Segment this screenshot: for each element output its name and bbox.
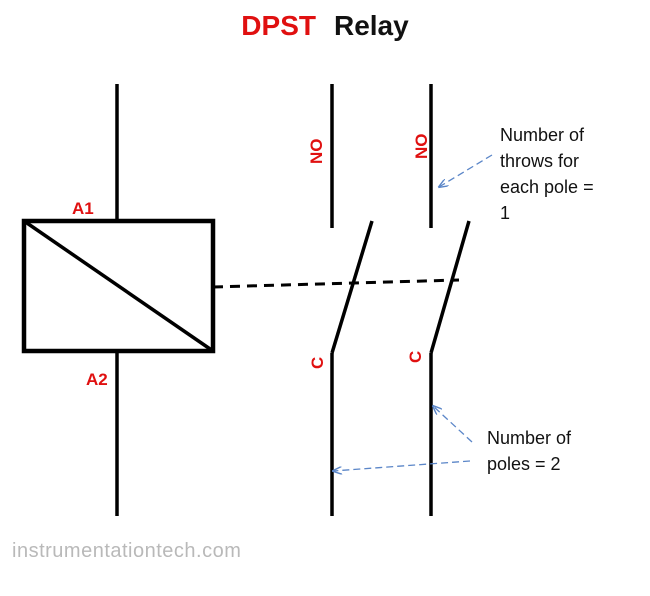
- page-title: DPST Relay: [0, 10, 650, 42]
- title-relay: Relay: [333, 10, 409, 41]
- site-watermark: instrumentationtech.com: [12, 540, 242, 562]
- pole1-label-no: NO: [307, 139, 326, 165]
- poles-annotation: Number of poles = 2: [487, 428, 572, 474]
- coil-label-a1: A1: [72, 199, 94, 218]
- poles-arrow-1: [433, 406, 473, 443]
- pole1-switch-blade: [330, 220, 374, 354]
- pole2-label-no: NO: [412, 134, 431, 160]
- mechanical-linkage: [212, 278, 460, 289]
- coil-diagonal: [23, 219, 214, 353]
- title-dpst: DPST: [241, 10, 316, 41]
- pole2-label-c: C: [406, 351, 425, 363]
- coil-label-a2: A2: [86, 370, 108, 389]
- throws-arrow: [439, 154, 493, 187]
- pole1-label-c: C: [308, 357, 327, 369]
- throws-annotation: Number of throws for each pole = 1: [500, 125, 594, 223]
- pole2-switch-blade: [429, 220, 471, 354]
- poles-arrow-2: [333, 460, 471, 471]
